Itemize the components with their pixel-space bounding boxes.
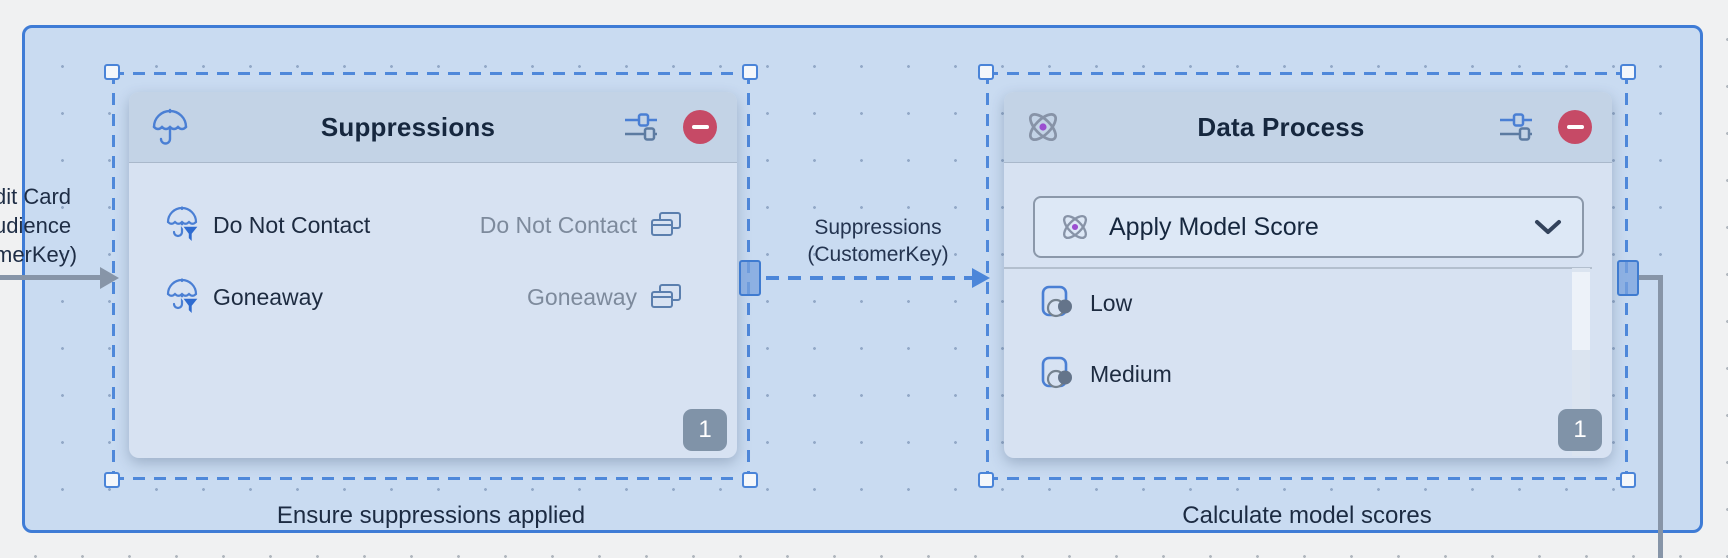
- suppressions-node-header: Suppressions: [129, 92, 737, 163]
- selection-edge-top: [112, 72, 750, 75]
- incoming-edge-label: dit Card udience merKey): [0, 182, 77, 269]
- resize-handle-bottom-left[interactable]: [104, 472, 120, 488]
- minus-icon: [1566, 124, 1584, 130]
- data-process-title: Data Process: [1197, 111, 1365, 142]
- score-row-medium[interactable]: Medium: [1040, 351, 1172, 397]
- score-label: Medium: [1090, 360, 1172, 387]
- selection-edge-top: [986, 72, 1628, 75]
- outgoing-edge-line-vertical[interactable]: [1658, 275, 1663, 558]
- remove-node-button[interactable]: [1558, 110, 1592, 144]
- data-process-caption: Calculate model scores: [1182, 502, 1432, 529]
- cascade-windows-icon[interactable]: [650, 211, 682, 239]
- score-row-low[interactable]: Low: [1040, 280, 1132, 326]
- incoming-edge-label-line1: dit Card: [0, 184, 72, 209]
- resize-handle-bottom-right[interactable]: [742, 472, 758, 488]
- umbrella-icon: [152, 108, 188, 145]
- chevron-down-icon: [1535, 220, 1561, 234]
- suppression-value: Goneaway: [527, 283, 637, 310]
- suppressions-output-anchor[interactable]: [739, 260, 761, 296]
- suppression-value: Do Not Contact: [479, 211, 637, 238]
- data-process-node-body: Apply Model Score Low Medium 1: [1004, 163, 1612, 457]
- resize-handle-bottom-left[interactable]: [978, 472, 994, 488]
- incoming-edge-label-line3: merKey): [0, 242, 78, 267]
- dropdown-selected-value: Apply Model Score: [1109, 212, 1319, 241]
- incoming-edge-arrowhead: [100, 267, 119, 289]
- umbrella-filter-icon: [166, 278, 201, 317]
- outgoing-edge-line-horizontal[interactable]: [1639, 275, 1663, 280]
- resize-handle-top-left[interactable]: [978, 64, 994, 80]
- suppression-label: Goneaway: [213, 283, 323, 310]
- resize-handle-top-left[interactable]: [104, 64, 120, 80]
- suppressions-to-dataprocess-edge[interactable]: [766, 276, 974, 280]
- suppression-row-do-not-contact[interactable]: Do Not Contact Do Not Contact: [163, 202, 682, 248]
- suppressions-node-body: Do Not Contact Do Not Contact: [129, 163, 737, 457]
- incoming-edge-line[interactable]: [0, 275, 102, 280]
- resize-handle-top-right[interactable]: [1620, 64, 1636, 80]
- data-process-node-header: Data Process: [1004, 92, 1612, 163]
- settings-sliders-icon[interactable]: [1498, 111, 1534, 143]
- suppression-label: Do Not Contact: [213, 211, 371, 238]
- step-count-badge: 1: [683, 409, 727, 451]
- selection-edge-bottom: [986, 477, 1628, 480]
- suppressions-title: Suppressions: [320, 111, 496, 142]
- step-count-badge: 1: [1558, 409, 1602, 451]
- resize-handle-top-right[interactable]: [742, 64, 758, 80]
- divider: [1004, 267, 1592, 269]
- suppression-row-goneaway[interactable]: Goneaway Goneaway: [163, 274, 682, 320]
- incoming-edge-label-line2: udience: [0, 213, 72, 238]
- segment-icon: [1041, 285, 1072, 318]
- resize-handle-bottom-right[interactable]: [1620, 472, 1636, 488]
- edge-label-line2: (CustomerKey): [807, 243, 949, 266]
- umbrella-filter-icon: [166, 206, 201, 245]
- data-process-node[interactable]: Data Process Apply Model Score: [1004, 92, 1612, 458]
- settings-sliders-icon[interactable]: [623, 111, 659, 143]
- atom-icon: [1029, 113, 1057, 141]
- edge-label: Suppressions (CustomerKey): [766, 214, 990, 268]
- data-process-output-anchor[interactable]: [1617, 260, 1639, 296]
- cascade-windows-icon[interactable]: [650, 283, 682, 311]
- edge-label-line1: Suppressions: [814, 216, 942, 239]
- atom-icon: [1063, 215, 1087, 239]
- selection-edge-bottom: [112, 477, 750, 480]
- suppressions-node[interactable]: Suppressions Do Not Contact Do Not Co: [129, 92, 737, 458]
- suppressions-caption: Ensure suppressions applied: [276, 502, 586, 529]
- score-label: Low: [1090, 289, 1133, 316]
- process-select-dropdown[interactable]: Apply Model Score: [1033, 196, 1584, 258]
- remove-node-button[interactable]: [683, 110, 717, 144]
- segment-icon: [1041, 356, 1072, 389]
- scrollbar-thumb[interactable]: [1572, 272, 1590, 350]
- edge-arrowhead: [972, 268, 990, 288]
- minus-icon: [691, 124, 709, 130]
